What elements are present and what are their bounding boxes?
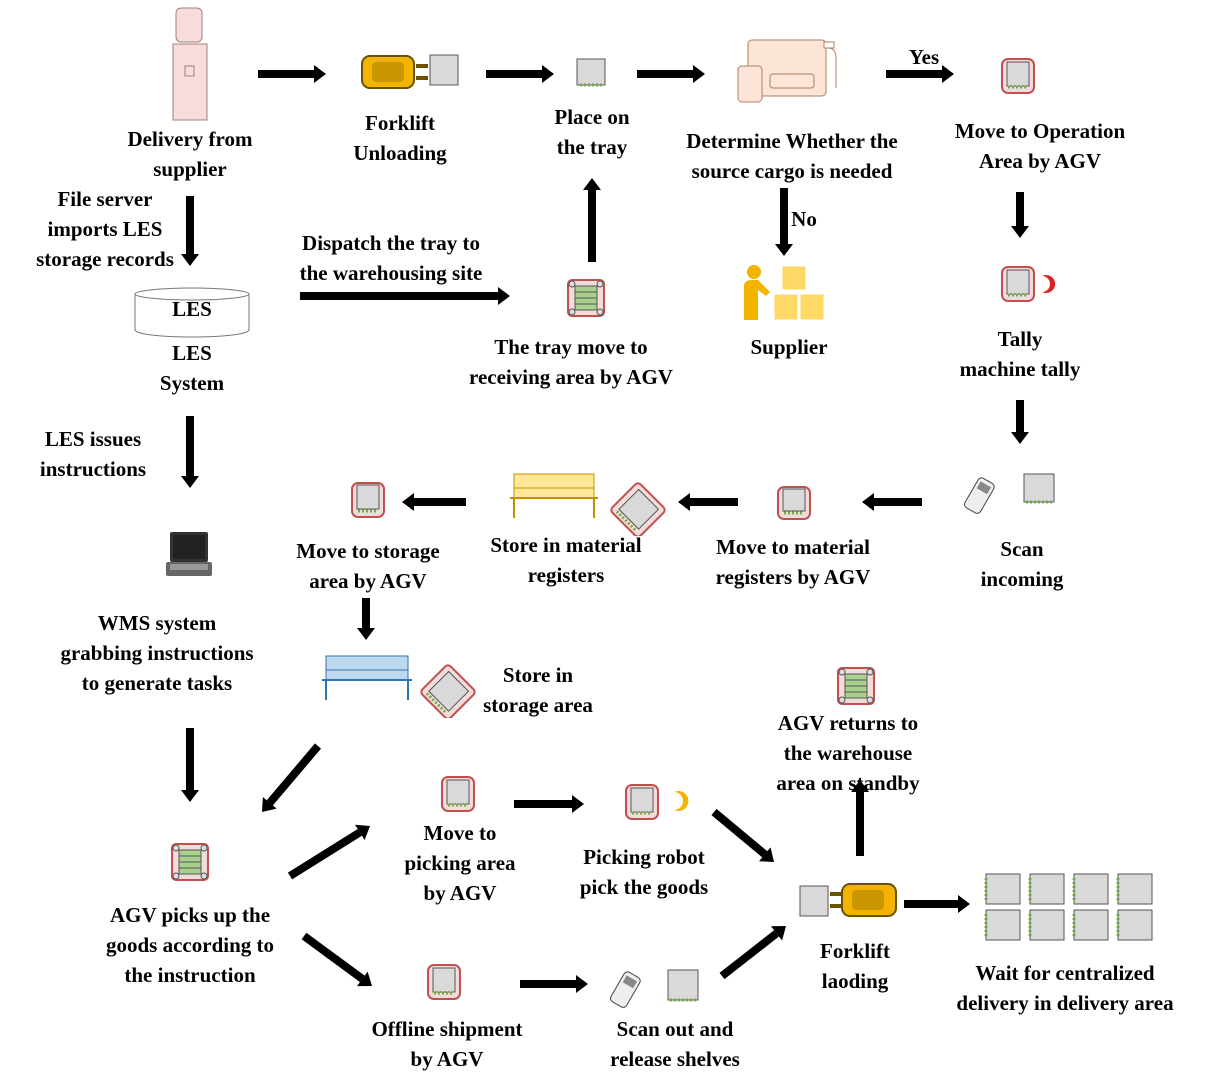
flow-arrow <box>886 65 954 83</box>
flow-arrow <box>181 416 199 488</box>
flow-arrow <box>711 808 774 862</box>
les-system-label: LES System <box>159 341 225 395</box>
agv-icon <box>426 962 462 1002</box>
flow-arrow <box>402 493 466 511</box>
flow-arrow <box>181 728 199 802</box>
flow-arrow <box>181 196 199 266</box>
picking-robot-icon <box>624 782 690 824</box>
material-register-shelf-icon <box>508 470 670 538</box>
tray-icon <box>576 58 608 88</box>
offline-shipment-label: Offline shipment by AGV <box>371 1017 523 1071</box>
flow-arrow <box>301 932 372 987</box>
agv-icon <box>440 774 476 814</box>
flow-arrow <box>637 65 705 83</box>
flow-arrow <box>300 287 510 305</box>
delivery-from-supplier-label: Delivery from supplier <box>127 127 253 181</box>
flow-arrow <box>678 493 738 511</box>
flow-arrow <box>775 188 793 256</box>
move-material-registers-label: Move to material registers by AGV <box>715 535 871 589</box>
flow-arrow <box>719 926 786 980</box>
move-picking-area-label: Move to picking area by AGV <box>404 821 516 905</box>
les-db-label: LES <box>172 297 212 321</box>
agv-returns-label: AGV returns to the warehouse area on sta… <box>776 711 920 795</box>
agv-loaded-icon <box>836 666 876 706</box>
place-on-tray-label: Place on the tray <box>554 105 630 159</box>
flow-arrow <box>486 65 554 83</box>
delivery-truck-icon <box>172 6 208 122</box>
store-storage-area-label: Store in storage area <box>483 663 593 717</box>
flow-arrow <box>520 975 588 993</box>
move-storage-area-label: Move to storage area by AGV <box>296 539 440 593</box>
wait-centralized-label: Wait for centralized delivery in deliver… <box>956 961 1174 1015</box>
forklift-unloading-label: Forklift Unloading <box>353 111 447 165</box>
laptop-icon <box>164 530 214 578</box>
storage-shelf-icon <box>320 652 480 720</box>
tray-move-receiving-label: The tray move to receiving area by AGV <box>469 335 673 389</box>
file-server-label: File server imports LES storage records <box>36 187 174 271</box>
flow-arrow <box>514 795 584 813</box>
no-label: No <box>791 207 817 231</box>
supplier-person-icon <box>742 264 826 322</box>
flow-arrow <box>851 780 869 856</box>
agv-loaded-icon <box>566 278 606 318</box>
flow-arrow <box>1011 192 1029 238</box>
flow-arrow <box>258 65 326 83</box>
forklift-icon <box>358 52 462 92</box>
forklift-loading-label: Forklift laoding <box>820 939 890 993</box>
picking-robot-label: Picking robot pick the goods <box>579 845 709 899</box>
flow-arrow <box>287 824 370 880</box>
database-icon: LES <box>133 286 251 338</box>
les-issues-label: LES issues instructions <box>39 427 147 481</box>
agv-icon <box>350 480 386 520</box>
scanner-icon <box>608 966 702 1010</box>
flow-arrow <box>862 493 922 511</box>
scan-incoming-label: Scan incoming <box>980 537 1064 591</box>
supplier-label: Supplier <box>750 335 828 359</box>
computer-terminal-icon <box>736 38 844 106</box>
scanner-icon <box>962 472 1056 516</box>
agv-loaded-icon <box>170 842 210 882</box>
dispatch-tray-label: Dispatch the tray to the warehousing sit… <box>299 231 483 285</box>
tally-machine-label: Tally machine tally <box>959 327 1081 381</box>
yes-label: Yes <box>908 45 940 69</box>
determine-cargo-label: Determine Whether the source cargo is ne… <box>686 129 898 183</box>
flow-arrow <box>1011 400 1029 444</box>
agv-icon <box>1000 56 1036 96</box>
tally-machine-icon <box>1000 264 1058 306</box>
wms-system-label: WMS system grabbing instructions to gene… <box>60 611 254 695</box>
scan-out-label: Scan out and release shelves <box>610 1017 740 1071</box>
agv-icon <box>776 484 812 522</box>
store-material-registers-label: Store in material registers <box>490 533 642 587</box>
flow-arrow <box>904 895 970 913</box>
agv-picks-up-label: AGV picks up the goods according to the … <box>106 903 274 987</box>
delivery-pallets-icon <box>982 872 1160 942</box>
forklift-icon <box>798 880 900 920</box>
move-operation-area-label: Move to Operation Area by AGV <box>954 119 1126 173</box>
flow-arrow <box>583 178 601 262</box>
flow-arrow <box>262 743 322 812</box>
flow-arrow <box>357 598 375 640</box>
